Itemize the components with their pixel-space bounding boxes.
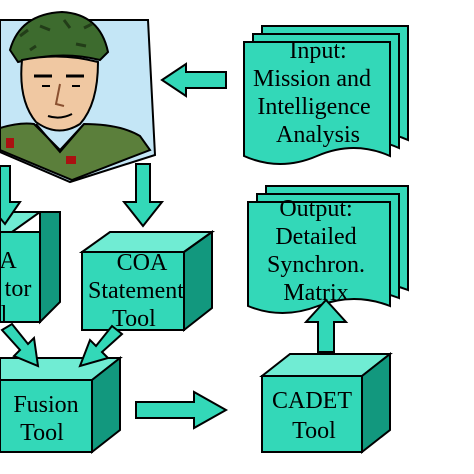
- coa-tool-left-line-3: l: [1, 302, 8, 328]
- fusion-tool-line-1: Fusion: [13, 392, 78, 418]
- output-doc-line-3: Synchron.: [267, 252, 365, 278]
- fusion-tool-box: Fusion Tool: [0, 355, 123, 455]
- input-doc-line-3: Intelligence: [257, 94, 370, 120]
- input-doc-line-2: Mission and: [253, 66, 371, 92]
- coa-statement-tool-box: COA Statement Tool: [78, 230, 216, 333]
- cadet-tool-line-2: Tool: [292, 418, 336, 444]
- fusion-tool-line-2: Tool: [20, 420, 64, 446]
- arrow-coa-left-to-fusion: [0, 322, 40, 368]
- cadet-tool-line-1: CADET: [272, 388, 352, 414]
- output-doc-line-4: Matrix: [283, 280, 348, 306]
- cadet-tool-box: CADET Tool: [259, 351, 393, 455]
- output-document-stack: Output: Detailed Synchron. Matrix: [247, 185, 409, 314]
- arrow-soldier-to-coa-statement: [121, 163, 165, 228]
- arrow-fusion-to-cadet: [135, 390, 229, 430]
- input-doc-line-4: Analysis: [276, 122, 360, 148]
- output-doc-line-2: Detailed: [275, 224, 356, 250]
- coa-tool-left-box: A tor l: [0, 211, 61, 328]
- coa-statement-line-3: Tool: [112, 306, 156, 332]
- coa-statement-line-1: COA: [117, 250, 168, 276]
- input-doc-line-1: Input:: [289, 38, 346, 64]
- coa-tool-left-line-2: tor: [5, 276, 32, 302]
- arrow-cadet-to-output: [303, 298, 349, 353]
- coa-tool-left-line-1: A: [0, 248, 17, 274]
- coa-statement-line-2: Statement: [88, 278, 184, 304]
- arrow-coa-statement-to-fusion: [78, 324, 124, 368]
- input-document-stack: Input: Mission and Intelligence Analysis: [243, 25, 409, 165]
- arrow-input-to-soldier: [160, 62, 227, 98]
- soldier-portrait-icon: [0, 10, 157, 184]
- arrow-soldier-to-coa-left: [0, 165, 22, 226]
- output-doc-line-1: Output:: [279, 196, 352, 222]
